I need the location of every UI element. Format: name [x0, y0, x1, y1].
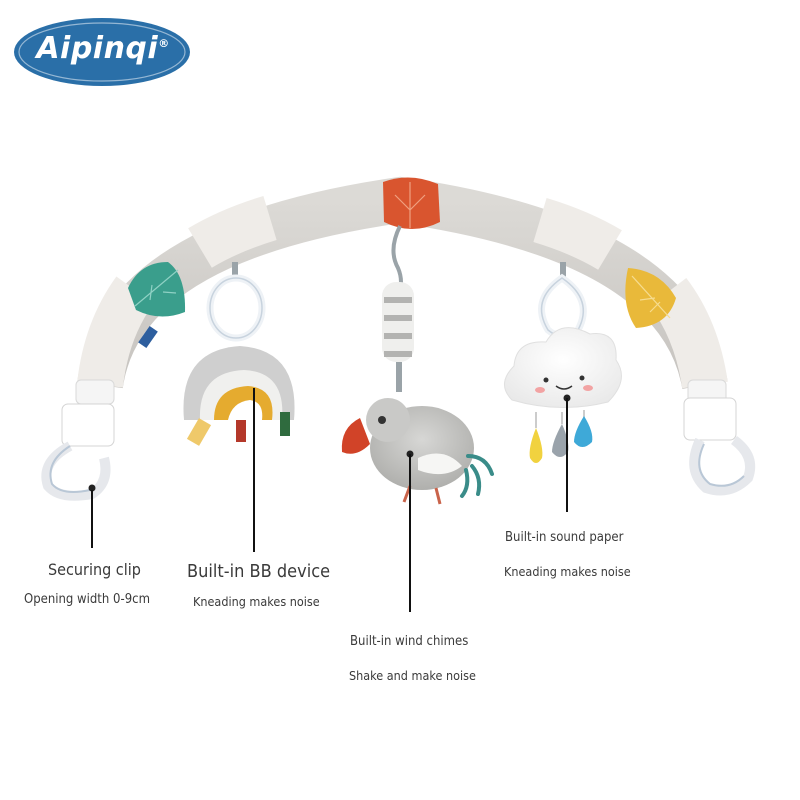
drop-yellow [529, 428, 543, 463]
logo-wordmark: Aipinqi® [24, 31, 182, 66]
leaf-yellow [625, 268, 676, 328]
fabric-tag [138, 325, 158, 349]
leaf-orange [383, 177, 440, 229]
arch-cream-left [77, 276, 154, 388]
logo-registered-mark: ® [158, 37, 170, 50]
arch-cream-mid-left [188, 195, 277, 268]
arch-cream-mid-right [533, 197, 622, 270]
cloud-toy [504, 262, 622, 463]
cloud-detail: Kneading makes noise [504, 564, 631, 579]
arch-cream-right [649, 278, 728, 389]
logo-ellipse [14, 18, 190, 86]
drop-blue [574, 416, 593, 447]
rainbow-title: Built-in BB device [187, 561, 331, 582]
bird-toy [341, 225, 494, 505]
securing-clip-left [41, 379, 115, 501]
clip-detail: Opening width 0-9cm [24, 592, 150, 607]
bird-detail: Shake and make noise [349, 668, 476, 683]
clip-title: Securing clip [48, 560, 141, 579]
logo-text: Aipinqi [36, 31, 159, 66]
rainbow-toy [183, 262, 295, 446]
bird-title: Built-in wind chimes [350, 634, 469, 649]
rainbow-detail: Kneading makes noise [193, 594, 320, 609]
securing-clip-right [683, 379, 756, 496]
drop-gray [552, 424, 569, 457]
cloud-title: Built-in sound paper [505, 530, 624, 545]
leaf-teal [128, 262, 186, 317]
